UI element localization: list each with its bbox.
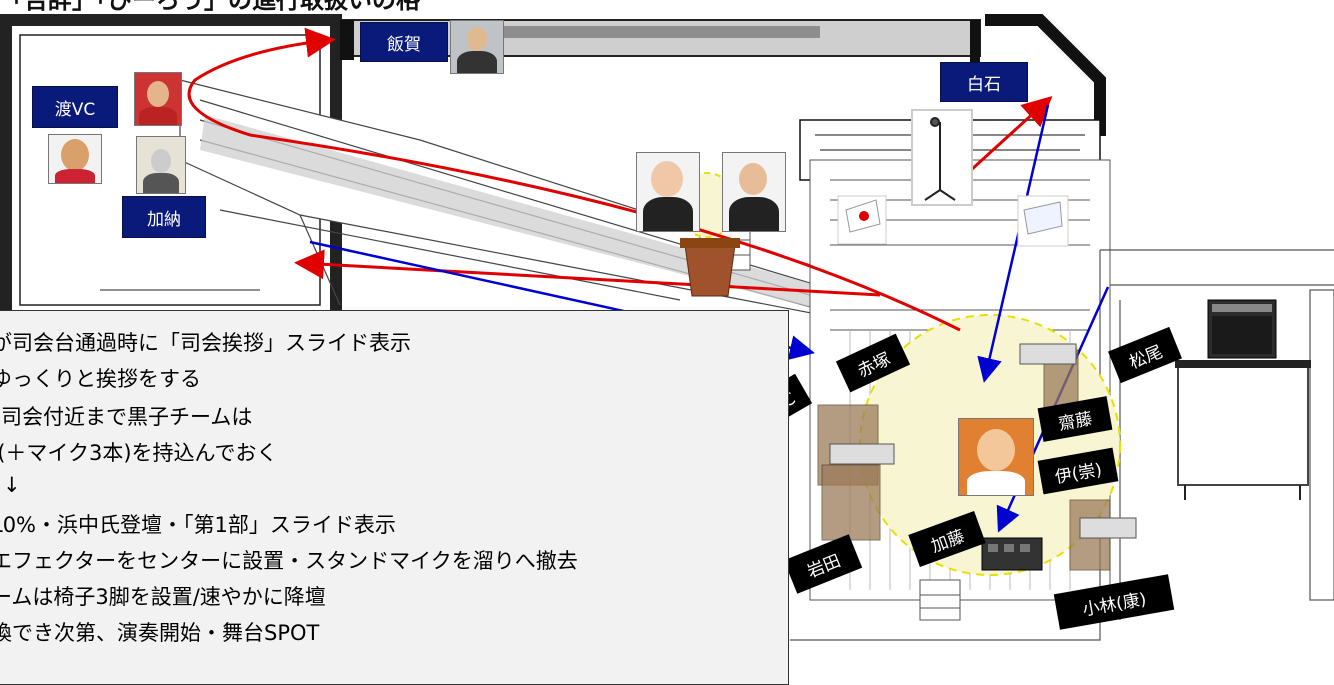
label-kanou: 加納 <box>122 196 206 238</box>
note-line-8: ームは椅子3脚を設置/速やかに降壇 <box>0 585 326 609</box>
effector-icon <box>981 537 1043 571</box>
portrait-hamanaka <box>958 418 1034 496</box>
amplifier-icon <box>1207 299 1277 359</box>
red-arrows <box>187 27 1053 332</box>
note-line-4: I(＋マイク3本)を持込んでおく <box>0 441 278 465</box>
portrait-watari-2 <box>48 134 102 184</box>
portrait-kanou <box>136 136 186 194</box>
label-iiga: 飯賀 <box>360 22 448 62</box>
note-line-1: が司会台通過時に「司会挨拶」スライド表示 <box>0 331 411 355</box>
note-line-6: L0%・浜中氏登壇・「第1部」スライド表示 <box>0 513 396 537</box>
portrait-mc-male <box>722 152 786 232</box>
note-line-5: ↓ <box>3 473 21 497</box>
portrait-watari-1 <box>134 72 182 126</box>
portrait-mc-female <box>636 152 700 232</box>
note-line-7: エフェクターをセンターに設置・スタンドマイクを溜りへ撤去 <box>0 549 578 573</box>
mic-stand-icon <box>911 109 973 206</box>
right-wing <box>790 249 1334 641</box>
handheld-mic-icons <box>829 343 1137 539</box>
notes-box: が司会台通過時に「司会挨拶」スライド表示 ゆっくりと挨拶をする 司会付近まで黒子… <box>0 310 789 685</box>
title-strip: 「告辞」「ぴーろう」の進行取扱いの格 <box>0 0 420 14</box>
label-shiraishi: 白石 <box>940 62 1028 102</box>
flags-icon <box>837 195 1069 247</box>
portrait-iiga <box>450 20 504 74</box>
note-line-3: 司会付近まで黒子チームは <box>1 405 253 429</box>
podium-icon <box>680 238 740 297</box>
projection-screen-icon <box>1175 360 1311 500</box>
note-line-9: 換でき次第、演奏開始・舞台SPOT <box>0 621 320 645</box>
label-watari: 渡VC <box>32 86 118 128</box>
note-line-2: ゆっくりと挨拶をする <box>0 367 201 391</box>
